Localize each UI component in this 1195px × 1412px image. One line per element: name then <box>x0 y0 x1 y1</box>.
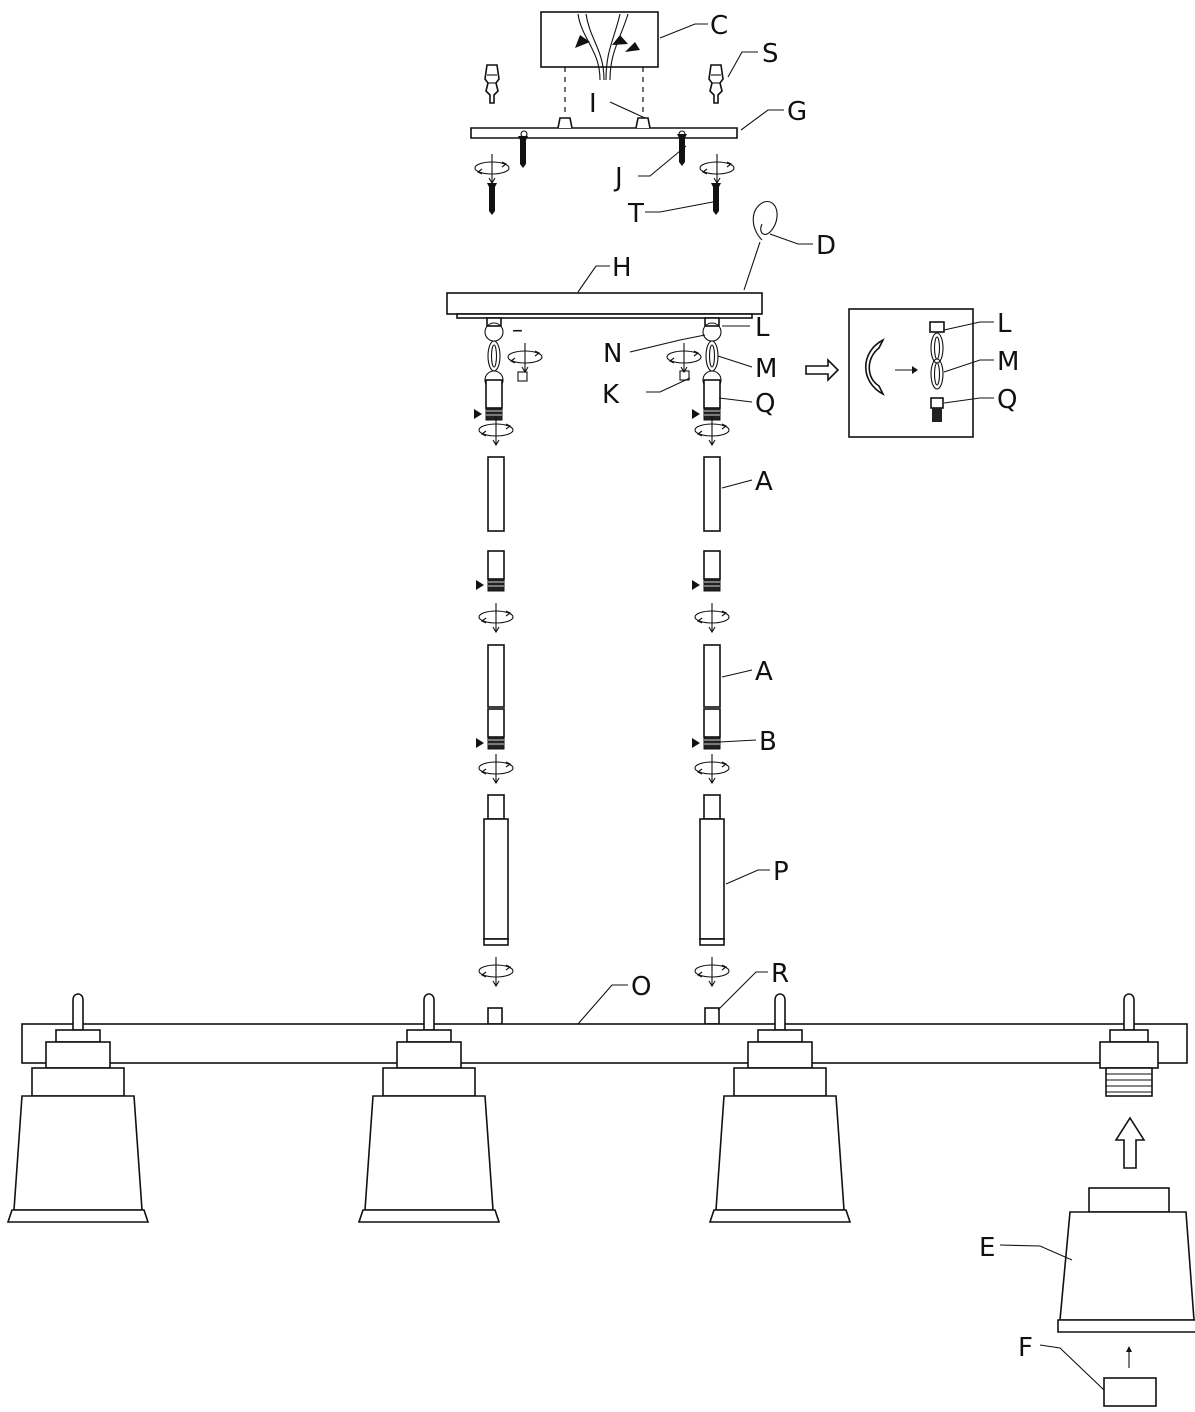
label-C: C <box>710 11 728 41</box>
label-L: L <box>755 313 770 343</box>
label-detail-M: M <box>997 347 1019 377</box>
rotate-icon <box>699 153 735 184</box>
label-J: J <box>613 163 623 193</box>
label-K: K <box>602 380 620 410</box>
detail-box <box>805 308 974 438</box>
junction-box <box>540 11 659 112</box>
label-S: S <box>762 39 779 69</box>
rod-column-left <box>475 415 514 1025</box>
canopy <box>446 292 763 319</box>
up-arrow-icon <box>1114 1116 1146 1169</box>
label-E: E <box>979 1233 995 1263</box>
chain-assembly-left <box>473 317 504 421</box>
rotate-icon <box>507 342 543 373</box>
ceiling-screw-left <box>487 183 497 215</box>
rotate-icon <box>474 153 510 184</box>
label-G: G <box>787 97 807 127</box>
label-B: B <box>759 727 777 757</box>
label-A: A <box>755 657 773 687</box>
label-detail-Q: Q <box>997 385 1017 415</box>
bulb-box <box>1103 1377 1157 1407</box>
wall-anchor-right <box>708 64 724 104</box>
rotate-icon <box>666 342 702 373</box>
label-R: R <box>771 959 789 989</box>
glass-shade <box>1057 1187 1195 1333</box>
label-M: M <box>755 354 777 384</box>
s-hook <box>743 201 778 291</box>
label-Q: Q <box>755 389 775 419</box>
chain-assembly-right <box>691 317 722 421</box>
lamp-socket-4 <box>1099 993 1159 1097</box>
label-F: F <box>1018 1333 1033 1363</box>
label-detail-L: L <box>997 309 1012 339</box>
fixture-bar <box>21 1023 1188 1064</box>
label-T: T <box>627 199 644 229</box>
label-A: A <box>755 467 773 497</box>
nut-left <box>517 371 528 382</box>
label-O: O <box>631 972 651 1002</box>
label-N: N <box>603 339 622 369</box>
ceiling-screw-right <box>711 183 721 215</box>
mounting-bracket <box>470 117 738 139</box>
wall-anchor-left <box>484 64 500 104</box>
label-H: H <box>612 253 632 283</box>
label-P: P <box>773 857 789 887</box>
polarity-mark-left: – <box>512 318 523 343</box>
label-I: I <box>589 89 597 119</box>
rod-column-right <box>691 415 730 1025</box>
label-D: D <box>816 231 836 261</box>
leader-lines <box>577 23 1105 1391</box>
bracket-screw-left <box>518 136 528 168</box>
